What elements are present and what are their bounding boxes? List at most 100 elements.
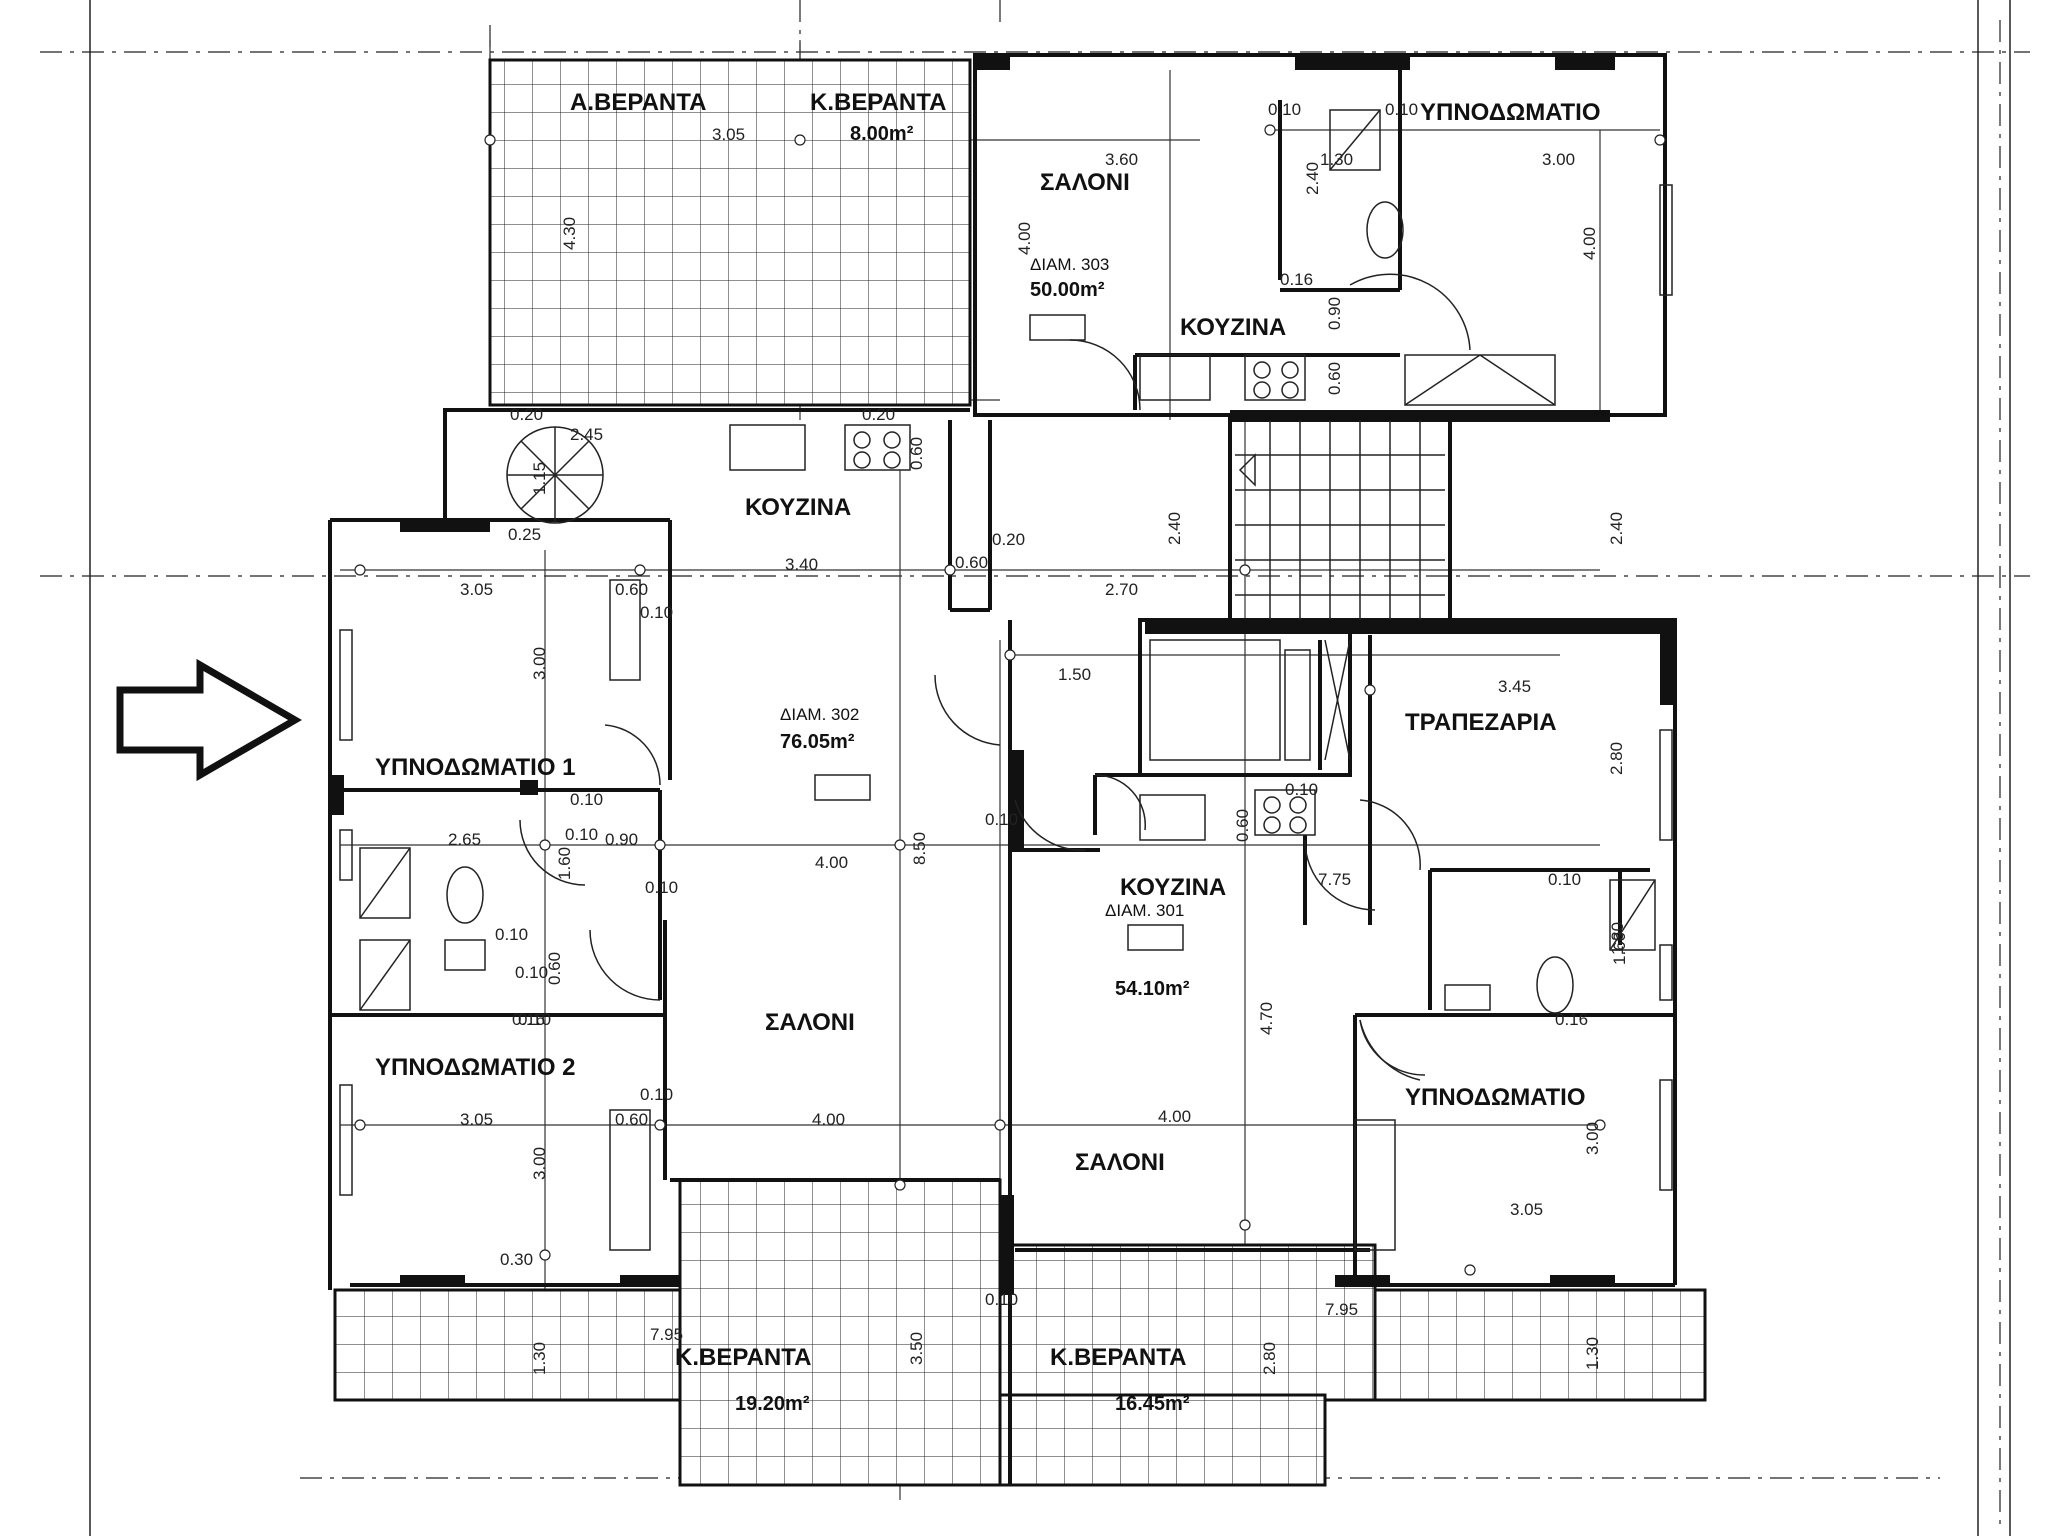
dimension-label: 1.15	[530, 462, 549, 495]
dimension-label: 0.10	[1548, 870, 1581, 889]
top-veranda-a-label: Α.ΒΕΡΑΝΤΑ	[570, 89, 706, 116]
dimension-label: 0.10	[985, 810, 1018, 829]
dimension-label: 3.50	[907, 1332, 926, 1365]
dimension-label: 4.00	[1158, 1107, 1191, 1126]
dimension-labels: 3.05 4.30 0.20 0.20 0.60 0.10 0.10 1.30 …	[448, 100, 1629, 1375]
dimension-label: 0.60	[907, 437, 926, 470]
dimension-label: 0.60	[955, 553, 988, 572]
apt303-living-label: ΣΑΛΟΝΙ	[1040, 169, 1130, 196]
heavy-walls	[330, 55, 1676, 1295]
dimension-label: 1.60	[1610, 932, 1629, 965]
bottom-veranda-right-label: Κ.ΒΕΡΑΝΤΑ	[1050, 1344, 1186, 1371]
dimension-label: 3.00	[1583, 1122, 1602, 1155]
dimension-label: 2.70	[1105, 580, 1138, 599]
dimension-label: 0.90	[605, 830, 638, 849]
dimension-label: 0.16	[1555, 1010, 1588, 1029]
dimension-label: 0.90	[1325, 297, 1344, 330]
dimension-label: 3.00	[530, 647, 549, 680]
dimension-label: 0.10	[985, 1290, 1018, 1309]
stair-treads	[506, 420, 1445, 620]
fixtures	[359, 109, 1656, 1251]
dimension-label: 3.40	[785, 555, 818, 574]
dimension-label: 0.60	[615, 1110, 648, 1129]
dimension-label: 4.30	[560, 217, 579, 250]
room-labels: Α.ΒΕΡΑΝΤΑ Κ.ΒΕΡΑΝΤΑ 8.00m² ΥΠΝΟΔΩΜΑΤΙΟ Σ…	[375, 89, 1601, 1415]
dimension-label: 1.30	[1320, 150, 1353, 169]
bottom-veranda-left-label: Κ.ΒΕΡΑΝΤΑ	[675, 1344, 811, 1371]
apt302-living-label: ΣΑΛΟΝΙ	[765, 1009, 855, 1036]
dimension-label: 1.50	[1058, 665, 1091, 684]
grid-nodes	[354, 124, 1666, 1276]
apt302-bedroom2-label: ΥΠΝΟΔΩΜΑΤΙΟ 2	[375, 1054, 576, 1081]
apt301-area: 54.10m²	[1115, 978, 1190, 1000]
dimension-label: 0.16	[1280, 270, 1313, 289]
dimension-label: 0.60	[1233, 809, 1252, 842]
dimension-label: 0.60	[615, 580, 648, 599]
apt303-area: 50.00m²	[1030, 279, 1105, 301]
windows	[339, 184, 1673, 1196]
dimension-label: 4.70	[1257, 1002, 1276, 1035]
veranda-hatching	[333, 58, 1707, 1487]
dimension-label: 2.65	[448, 830, 481, 849]
dimension-label: 4.00	[1015, 222, 1034, 255]
top-veranda-k-label: Κ.ΒΕΡΑΝΤΑ	[810, 89, 946, 116]
dimension-label: 2.40	[1607, 512, 1626, 545]
apt301-living-label: ΣΑΛΟΝΙ	[1075, 1149, 1165, 1176]
dimension-label: 0.20	[510, 405, 543, 424]
apt301-kitchen-label: ΚΟΥΖΙΝΑ	[1120, 874, 1226, 901]
dimension-label: 3.00	[1542, 150, 1575, 169]
dimension-label: 0.10	[1385, 100, 1418, 119]
bottom-veranda-left-area: 19.20m²	[735, 1393, 810, 1415]
dimension-label: 0.30	[500, 1250, 533, 1269]
dimension-label: 0.10	[495, 925, 528, 944]
dimension-label: 0.10	[570, 790, 603, 809]
grid-lines	[340, 40, 1660, 1500]
dimension-label: 3.45	[1498, 677, 1531, 696]
apt302-kitchen-label: ΚΟΥΖΙΝΑ	[745, 494, 851, 521]
dimension-label: 0.10	[565, 825, 598, 844]
dimension-label: 1.60	[555, 847, 574, 880]
dimension-label: 0.10	[640, 603, 673, 622]
apt301-label: ΔΙΑΜ. 301	[1105, 901, 1184, 920]
dimension-label: 7.95	[650, 1325, 683, 1344]
dimension-label: 3.60	[1105, 150, 1138, 169]
dimension-label: 1.30	[530, 1342, 549, 1375]
top-veranda-area: 8.00m²	[850, 123, 914, 145]
dimension-label: 3.00	[530, 1147, 549, 1180]
dimension-label: 0.16	[512, 1010, 545, 1029]
dimension-label: 4.00	[1580, 227, 1599, 260]
level-markers	[814, 314, 1184, 951]
dimension-label: 0.10	[645, 878, 678, 897]
door-swings	[519, 273, 1471, 1081]
dimension-label: 0.60	[1325, 362, 1344, 395]
apt302-bedroom1-label: ΥΠΝΟΔΩΜΑΤΙΟ 1	[375, 754, 576, 781]
dimension-label: 0.10	[1285, 780, 1318, 799]
dimension-label: 0.60	[545, 952, 564, 985]
dimension-label: 0.10	[640, 1085, 673, 1104]
dimension-label: 7.75	[1318, 870, 1351, 889]
dimension-label: 0.20	[862, 405, 895, 424]
dimension-label: 8.50	[910, 832, 929, 865]
dimension-label: 3.05	[1510, 1200, 1543, 1219]
apt303-label: ΔΙΑΜ. 303	[1030, 255, 1109, 274]
apt302-area: 76.05m²	[780, 731, 855, 753]
dimension-label: 3.05	[460, 580, 493, 599]
dimension-label: 2.80	[1260, 1342, 1279, 1375]
dimension-label: 2.80	[1607, 742, 1626, 775]
dimension-label: 0.25	[508, 525, 541, 544]
dimension-label: 1.30	[1583, 1337, 1602, 1370]
apt302-label: ΔΙΑΜ. 302	[780, 705, 859, 724]
dimension-label: 0.10	[515, 963, 548, 982]
dimension-label: 0.10	[1268, 100, 1301, 119]
dimension-label: 2.40	[1303, 162, 1322, 195]
dimension-label: 2.45	[570, 425, 603, 444]
dimension-label: 1.30	[1608, 922, 1627, 955]
entrance-arrow-icon	[116, 658, 302, 782]
apt303-kitchen-label: ΚΟΥΖΙΝΑ	[1180, 314, 1286, 341]
dimension-label: 7.95	[1325, 1300, 1358, 1319]
dimension-label: 3.05	[712, 125, 745, 144]
bottom-veranda-right-area: 16.45m²	[1115, 1393, 1190, 1415]
apt301-dining-label: ΤΡΑΠΕΖΑΡΙΑ	[1405, 709, 1557, 736]
dimension-label: 2.40	[1165, 512, 1184, 545]
